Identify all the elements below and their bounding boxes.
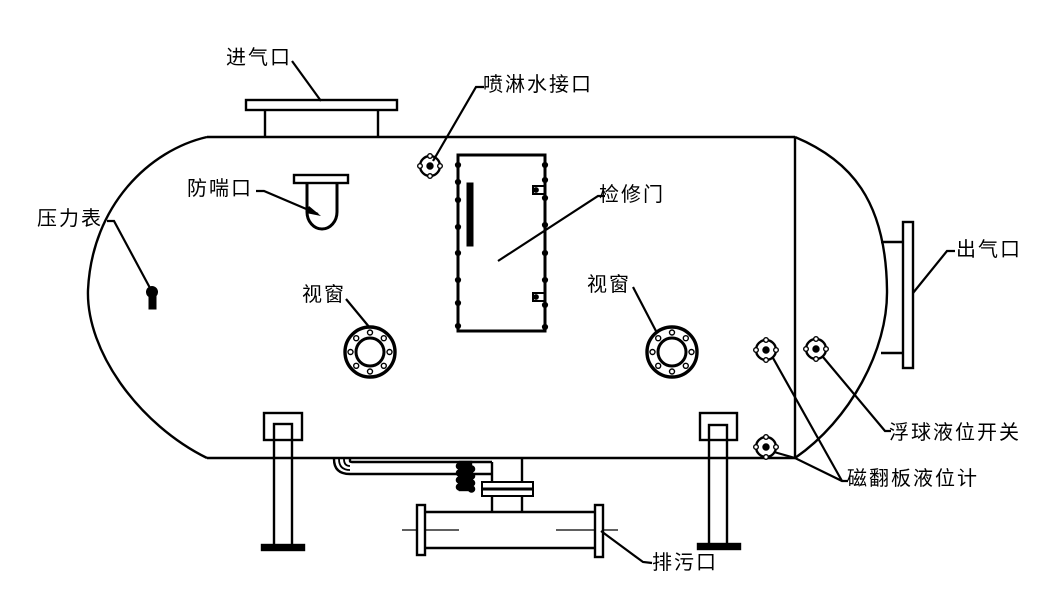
- float-switch-flange: [803, 336, 830, 363]
- sight-glass-left: [343, 325, 397, 379]
- support-leg-right: [696, 411, 742, 551]
- label-anti-surge: 防喘口: [187, 178, 253, 200]
- label-inlet: 进气口: [226, 47, 292, 69]
- label-sight-glass-left: 视窗: [302, 284, 346, 306]
- leader-float-switch: [822, 356, 891, 433]
- mag-gauge-upper-flange: [753, 337, 780, 364]
- leader-outlet: [912, 249, 955, 294]
- drain-piping: [332, 457, 618, 559]
- label-outlet: 出气口: [956, 239, 1022, 261]
- leader-anti-surge-arrow: [306, 206, 321, 216]
- door-handle: [466, 182, 474, 247]
- leader-spray: [432, 85, 484, 162]
- label-spray-water: 喷淋水接口: [483, 74, 593, 96]
- pipe-bolt-flange: [455, 460, 476, 493]
- leader-drain: [600, 530, 653, 565]
- leader-mag-gauge-lower: [773, 450, 848, 483]
- inspection-door: [454, 153, 549, 333]
- level-instrument-flanges: [753, 336, 830, 461]
- sight-glass-right: [645, 325, 699, 379]
- label-sight-glass-right: 视窗: [587, 274, 631, 296]
- leader-sight-glass-right: [632, 286, 658, 334]
- label-mag-level-gauge: 磁翻板液位计: [847, 468, 979, 490]
- inlet-nozzle: [244, 98, 399, 136]
- label-drain: 排污口: [652, 552, 718, 574]
- leader-mag-gauge-upper: [772, 357, 843, 482]
- outlet-nozzle: [881, 220, 915, 370]
- label-float-switch: 浮球液位开关: [889, 422, 1021, 444]
- leader-lines: [107, 60, 955, 565]
- leader-anti-surge: [256, 189, 319, 216]
- leader-inlet: [291, 60, 322, 102]
- vessel-shell: [86, 135, 889, 460]
- mag-gauge-lower-flange: [753, 434, 780, 461]
- leader-sight-glass-left: [345, 298, 371, 329]
- anti-surge-port: [292, 173, 350, 231]
- spray-water-flange: [417, 152, 444, 179]
- label-pressure-gauge: 压力表: [37, 208, 103, 230]
- label-inspection-door: 检修门: [599, 184, 665, 206]
- leader-inspection-door: [497, 194, 605, 262]
- pressure-gauge-symbol: [146, 286, 158, 310]
- support-leg-left: [260, 411, 306, 552]
- door-bolts: [454, 161, 549, 331]
- leader-pressure-gauge: [107, 219, 151, 289]
